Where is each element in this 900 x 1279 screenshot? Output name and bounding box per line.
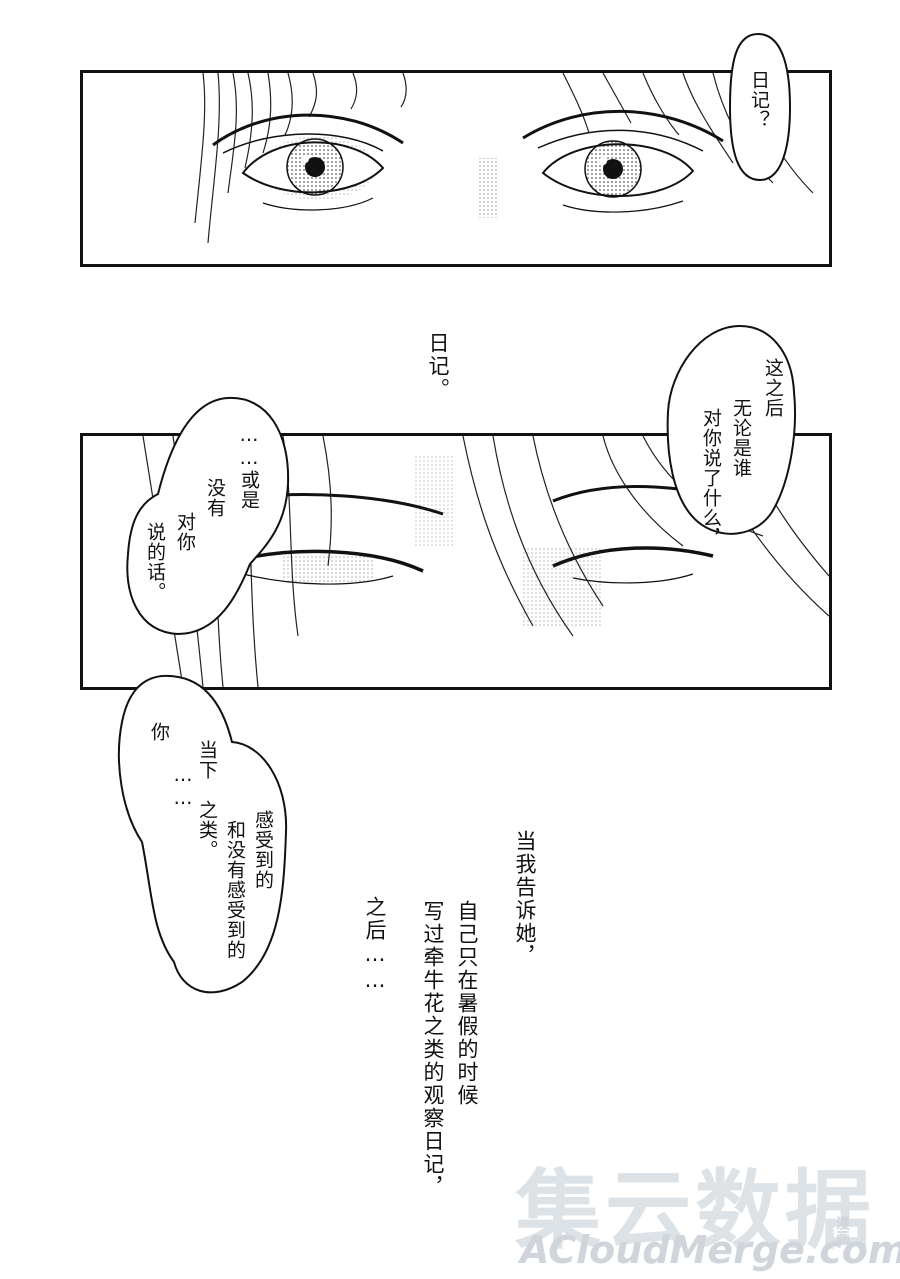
bubble-line-no-matter-who: 无论是谁 xyxy=(730,398,752,478)
speech-bubble-diary-question: 日记？ xyxy=(728,32,792,182)
bubble-line-felt: 感受到的 xyxy=(252,810,274,890)
speech-bubble-shape xyxy=(666,324,797,535)
watermark-manga-tag: 漫画 xyxy=(834,1216,850,1244)
bubble-line-or: ……或是 xyxy=(238,424,260,510)
watermark-chinese: 集云数据 xyxy=(515,1161,875,1261)
speech-bubble-shape xyxy=(117,674,288,994)
bubble-line-not: 没有 xyxy=(204,478,226,518)
speech-bubble-feelings: 你 …… 当下 之类。 感受到的 和没有感受到的 xyxy=(112,672,292,998)
narration-after-that: 之后…… xyxy=(363,896,387,994)
narration-morning-glory-diary: 写过牵牛花之类的观察日记， xyxy=(421,900,445,1199)
narration-when-i-told-her: 当我告诉她， xyxy=(513,830,537,968)
bubble-line-said-words: 说的话。 xyxy=(144,522,166,602)
speech-bubble-whatever-anyone-says: 这之后 无论是谁 对你说了什么， xyxy=(660,322,800,548)
bubble-line-what-they-said: 对你说了什么， xyxy=(700,408,722,548)
bubble-line-after-this: 这之后 xyxy=(762,358,784,418)
speech-bubble-shape xyxy=(126,396,290,636)
bubble-line-present: 当下 xyxy=(196,740,218,780)
panel-eyes-top-art xyxy=(194,73,814,244)
speech-bubble-or-unsaid-words: ……或是 没有 对你 说的话。 xyxy=(118,394,296,640)
bubble-line-ellipsis: …… xyxy=(172,764,194,810)
panel-eyes-top xyxy=(80,70,832,267)
bubble-text: 日记？ xyxy=(748,70,770,130)
narration-diary: 日记。 xyxy=(426,332,450,401)
narration-only-summer: 自己只在暑假的时候 xyxy=(455,900,479,1107)
bubble-line-such-things: 之类。 xyxy=(196,800,218,860)
bubble-line-you: 你 xyxy=(148,722,170,742)
watermark-url: ACloudMerge.com xyxy=(520,1228,900,1272)
bubble-line-not-felt: 和没有感受到的 xyxy=(224,820,246,960)
speech-bubble-shape xyxy=(728,32,792,182)
bubble-line-to-you: 对你 xyxy=(174,512,196,552)
